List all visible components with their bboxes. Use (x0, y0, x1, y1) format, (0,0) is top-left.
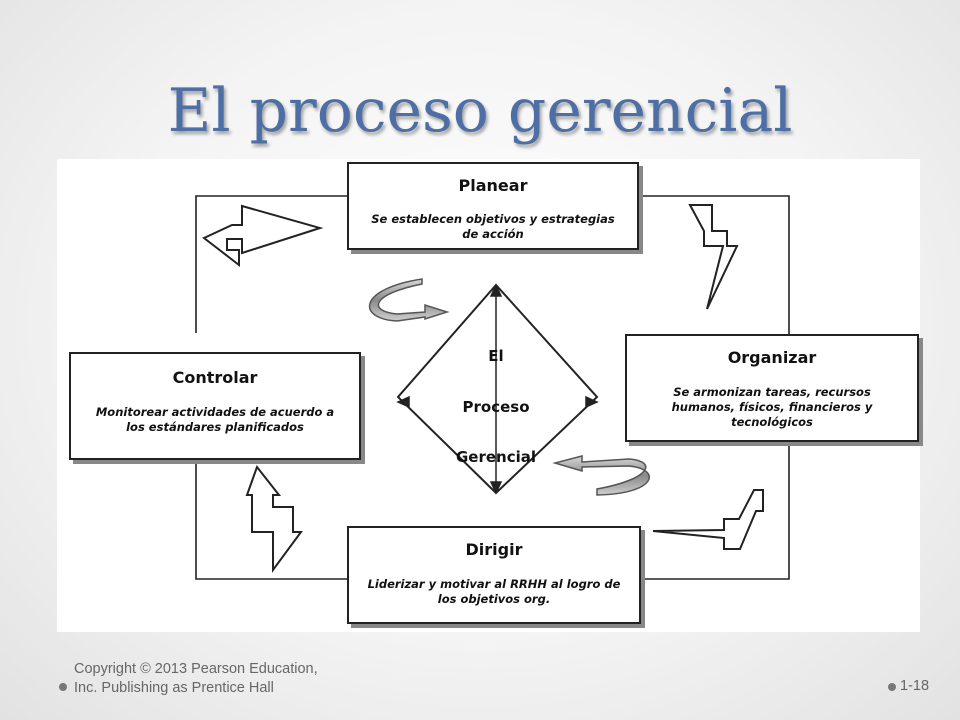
curved-arrow-bottom (552, 455, 650, 496)
box-dirigir: Dirigir Liderizar y motivar al RRHH al l… (347, 526, 641, 624)
box-dirigir-description: Liderizar y motivar al RRHH al logro de … (367, 577, 621, 606)
diamond-axis-arrows (396, 283, 599, 495)
arrow-controlar-to-planear (202, 204, 324, 268)
arrow-dirigir-to-controlar (245, 464, 303, 574)
copyright-text: Copyright © 2013 Pearson Education, Inc.… (74, 661, 318, 696)
box-controlar-description: Monitorear actividades de acuerdo a los … (95, 405, 335, 434)
footer-bullet-left (59, 683, 67, 691)
center-label-el: El (488, 347, 504, 365)
arrow-planear-to-organizar (688, 204, 739, 310)
box-controlar-title: Controlar (172, 368, 258, 387)
center-label-proceso: Proceso (462, 398, 530, 416)
box-organizar-description: Se armonizan tareas, recursos humanos, f… (671, 385, 873, 429)
footer-bullet-right (888, 683, 896, 691)
box-controlar: Controlar Monitorear actividades de acue… (69, 352, 361, 460)
box-planear: Planear Se establecen objetivos y estrat… (347, 162, 639, 250)
box-organizar: Organizar Se armonizan tareas, recursos … (625, 334, 919, 442)
box-planear-description: Se establecen objetivos y estrategias de… (371, 212, 615, 241)
process-diagram: Planear Se establecen objetivos y estrat… (57, 159, 920, 632)
slide-title: El proceso gerencial (167, 76, 793, 146)
box-organizar-title: Organizar (727, 348, 817, 367)
box-planear-title: Planear (458, 176, 528, 195)
box-dirigir-title: Dirigir (465, 540, 523, 559)
arrow-organizar-to-dirigir (652, 489, 764, 550)
diagram-graphics (195, 195, 790, 580)
curved-arrow-top (368, 278, 450, 322)
page-number: 1-18 (900, 678, 930, 694)
frame-lines (195, 195, 790, 580)
center-label-gerencial: Gerencial (455, 448, 537, 466)
